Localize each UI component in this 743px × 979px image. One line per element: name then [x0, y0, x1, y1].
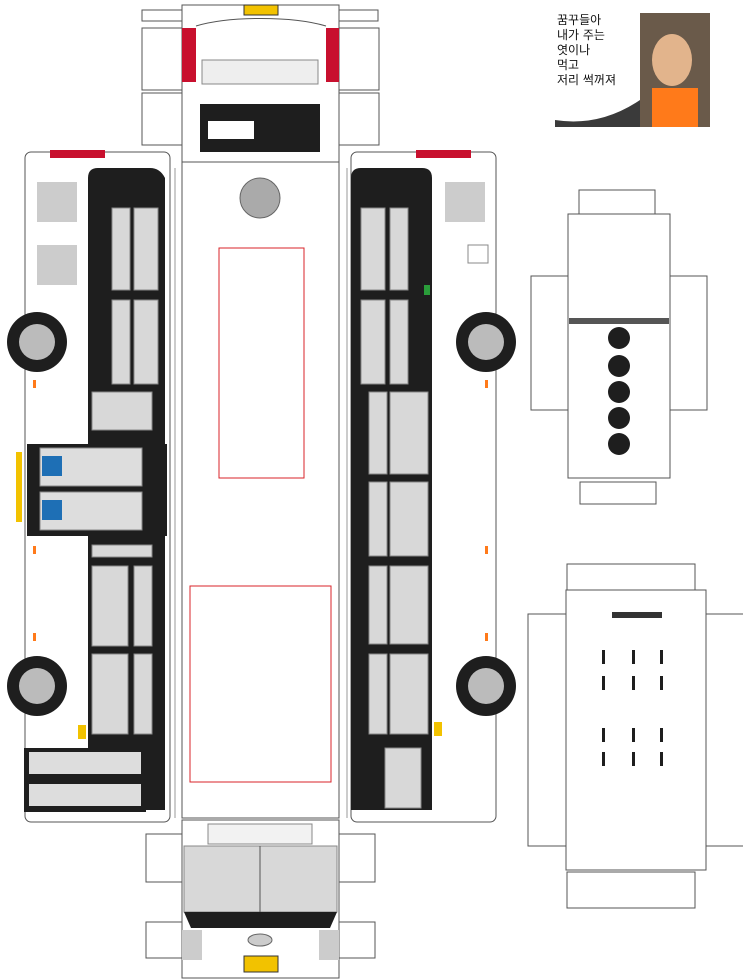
caption-line-2: 내가 주는 [557, 28, 605, 42]
hyundai-logo-icon [247, 933, 273, 947]
front-end-panel [145, 819, 376, 979]
right-side-panel [350, 150, 516, 823]
caption-line-1: 꿈꾸들아 [557, 13, 602, 27]
left-side-panel [7, 150, 171, 823]
rear-end-panel [141, 4, 380, 163]
roof-panel [174, 161, 348, 819]
caption-line-3: 엿이나 [557, 43, 591, 57]
person-gesturing-photo [555, 13, 710, 127]
caption-line-5: 저리 썩꺼져 [557, 73, 617, 87]
floor-interior-panel [527, 563, 743, 909]
underside-chassis-panel [530, 189, 708, 505]
caption-line-4: 먹고 [557, 58, 580, 72]
photo-caption: 꿈꾸들아 내가 주는 엿이나 먹고 저리 썩꺼져 [557, 13, 641, 125]
